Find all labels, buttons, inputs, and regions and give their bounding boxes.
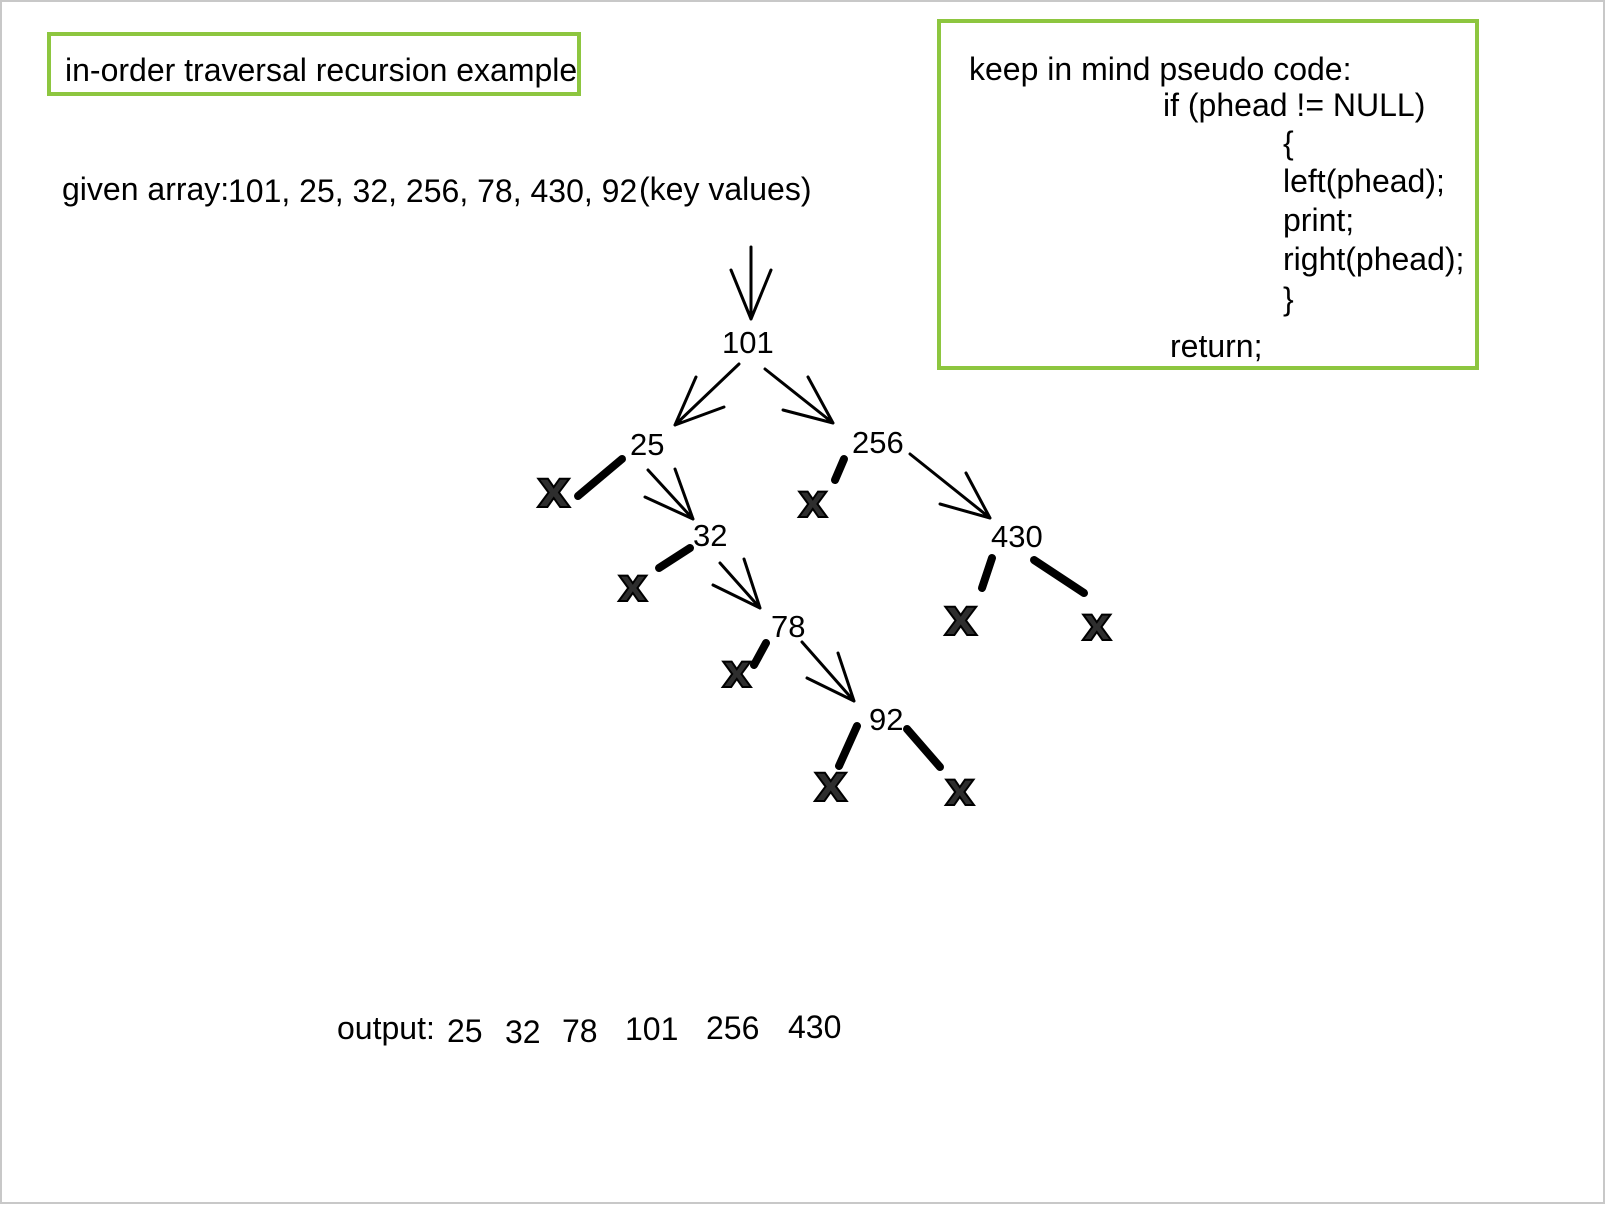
null-marker-icon: x — [944, 762, 976, 816]
output-value: 25 — [447, 1013, 483, 1049]
edge-arrow-256-430 — [908, 452, 992, 520]
null-edge-430-left — [978, 554, 996, 592]
output-value: 256 — [706, 1010, 760, 1046]
pseudo-code-line: if (phead != NULL) — [1163, 87, 1426, 123]
tree-node-25: 25 — [630, 427, 665, 462]
null-marker-icon: x — [813, 754, 849, 814]
output-value: 101 — [625, 1011, 679, 1047]
root-entry-arrow — [729, 245, 773, 321]
tree-node-430: 430 — [991, 519, 1043, 554]
null-edge-256-left — [831, 455, 848, 484]
null-marker-icon: x — [797, 474, 829, 528]
given-array-note: (key values) — [639, 171, 812, 207]
output-value: 78 — [562, 1013, 598, 1049]
tree-node-78: 78 — [771, 609, 806, 644]
edge-arrow-25-32 — [643, 467, 695, 521]
edge-arrow-78-92 — [800, 640, 856, 703]
pseudo-code-line: return; — [1170, 328, 1263, 364]
pseudo-code-line: } — [1283, 281, 1294, 317]
output-value: 430 — [788, 1009, 842, 1045]
pseudo-code-box: keep in mind pseudo code: if (phead != N… — [937, 19, 1479, 370]
null-marker-icon: x — [617, 558, 649, 612]
pseudo-code-line: left(phead); — [1283, 163, 1445, 199]
null-edge-78-left — [750, 639, 770, 669]
tree-node-101: 101 — [722, 325, 774, 360]
pseudo-code-heading: keep in mind pseudo code: — [969, 51, 1352, 87]
null-edge-25-left — [574, 455, 626, 500]
given-array-label: given array: — [62, 171, 230, 207]
pseudo-code-line: right(phead); — [1283, 241, 1465, 277]
tree-node-92: 92 — [869, 702, 904, 737]
pseudo-code-line: print; — [1283, 202, 1355, 238]
null-edge-92-right — [903, 725, 944, 771]
output-label: output: — [337, 1010, 435, 1046]
title-box: in-order traversal recursion example — [47, 32, 581, 96]
null-marker-icon: x — [536, 460, 572, 520]
edge-arrow-101-256 — [763, 367, 835, 425]
edge-arrow-101-25 — [673, 362, 741, 427]
null-marker-icon: x — [721, 644, 753, 698]
output-value: 32 — [505, 1014, 541, 1050]
null-edge-430-right — [1030, 556, 1088, 597]
edge-arrow-32-78 — [711, 557, 762, 610]
tree-node-32: 32 — [693, 518, 728, 553]
null-marker-icon: x — [943, 588, 979, 648]
diagram-title: in-order traversal recursion example — [65, 52, 578, 88]
tree-node-256: 256 — [852, 425, 904, 460]
null-edge-92-left — [835, 722, 861, 770]
null-edge-32-left — [655, 544, 694, 572]
null-marker-icon: x — [1081, 597, 1113, 651]
pseudo-code-line: { — [1283, 125, 1294, 161]
given-array-values: 101, 25, 32, 256, 78, 430, 92 — [228, 173, 638, 209]
